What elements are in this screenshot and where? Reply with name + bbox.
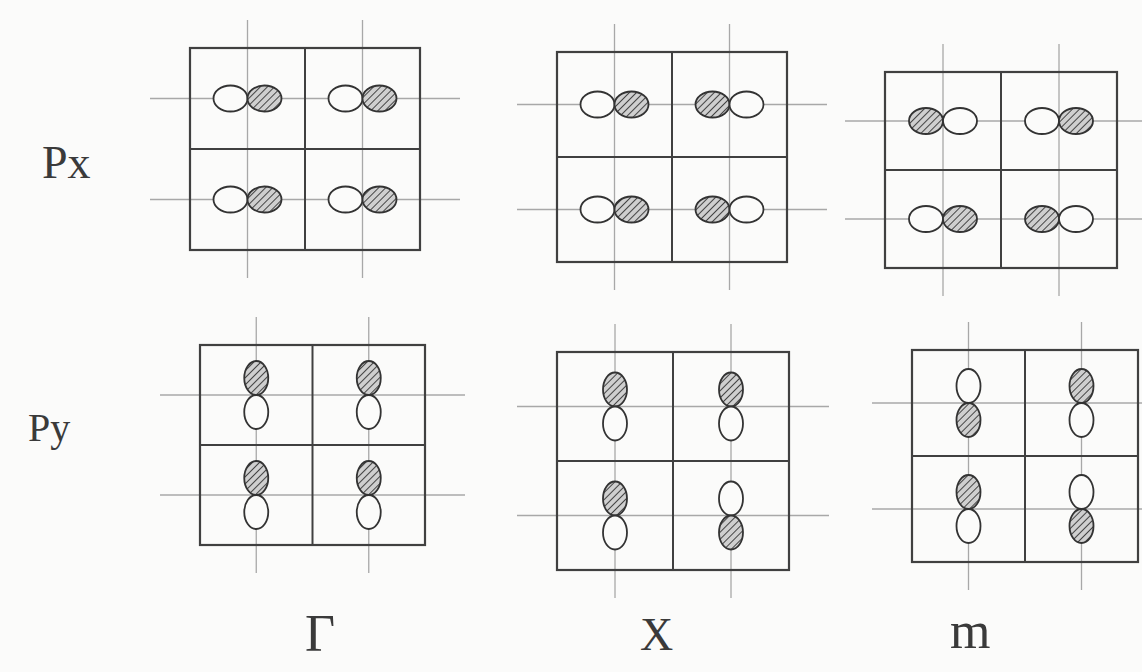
shaded-lobe bbox=[615, 92, 649, 118]
open-lobe bbox=[730, 92, 764, 118]
open-lobe bbox=[1070, 403, 1094, 437]
shaded-lobe bbox=[615, 197, 649, 223]
open-lobe bbox=[943, 108, 977, 134]
cell-border bbox=[200, 345, 425, 545]
open-lobe bbox=[329, 86, 363, 112]
cell-divider bbox=[557, 156, 787, 158]
open-lobe bbox=[581, 92, 615, 118]
guide-line bbox=[845, 120, 1142, 121]
lattice-panel bbox=[150, 20, 460, 278]
shaded-lobe bbox=[909, 108, 943, 134]
shaded-lobe bbox=[696, 92, 730, 118]
open-lobe bbox=[730, 197, 764, 223]
open-lobe bbox=[957, 509, 981, 543]
open-lobe bbox=[719, 407, 743, 441]
open-lobe bbox=[1059, 206, 1093, 232]
shaded-lobe bbox=[957, 475, 981, 509]
lattice-panel bbox=[160, 317, 465, 573]
shaded-lobe bbox=[719, 373, 743, 407]
guide-line bbox=[845, 218, 1142, 219]
open-lobe bbox=[214, 187, 248, 213]
shaded-lobe bbox=[1070, 509, 1094, 543]
cell-divider bbox=[557, 460, 789, 462]
shaded-lobe bbox=[357, 361, 381, 395]
cell-border bbox=[190, 48, 420, 250]
shaded-lobe bbox=[603, 373, 627, 407]
shaded-lobe bbox=[1025, 206, 1059, 232]
cell-divider bbox=[912, 455, 1138, 457]
open-lobe bbox=[244, 395, 268, 429]
cell-divider bbox=[190, 148, 420, 150]
orbital-label: Py bbox=[28, 408, 70, 448]
orbital-label: Px bbox=[42, 140, 91, 186]
shaded-lobe bbox=[696, 197, 730, 223]
open-lobe bbox=[1070, 475, 1094, 509]
shaded-lobe bbox=[1059, 108, 1093, 134]
shaded-lobe bbox=[957, 403, 981, 437]
shaded-lobe bbox=[1070, 369, 1094, 403]
k-point-label: X bbox=[640, 612, 673, 658]
open-lobe bbox=[957, 369, 981, 403]
shaded-lobe bbox=[603, 482, 627, 516]
open-lobe bbox=[329, 187, 363, 213]
open-lobe bbox=[603, 407, 627, 441]
lattice-panel bbox=[517, 324, 829, 598]
shaded-lobe bbox=[248, 86, 282, 112]
k-point-label: Γ bbox=[305, 608, 335, 660]
cell-border bbox=[557, 352, 789, 570]
cell-divider bbox=[885, 169, 1117, 171]
open-lobe bbox=[909, 206, 943, 232]
shaded-lobe bbox=[244, 461, 268, 495]
shaded-lobe bbox=[719, 516, 743, 550]
lattice-panel bbox=[517, 24, 827, 290]
open-lobe bbox=[581, 197, 615, 223]
shaded-lobe bbox=[248, 187, 282, 213]
shaded-lobe bbox=[244, 361, 268, 395]
cell-divider bbox=[200, 444, 425, 446]
open-lobe bbox=[1025, 108, 1059, 134]
cell-border bbox=[557, 52, 787, 262]
open-lobe bbox=[214, 86, 248, 112]
lattice-panel bbox=[872, 322, 1142, 590]
open-lobe bbox=[357, 395, 381, 429]
cell-border bbox=[885, 72, 1117, 268]
shaded-lobe bbox=[363, 187, 397, 213]
open-lobe bbox=[357, 495, 381, 529]
shaded-lobe bbox=[943, 206, 977, 232]
shaded-lobe bbox=[363, 86, 397, 112]
lattice-panel bbox=[845, 44, 1142, 296]
open-lobe bbox=[603, 516, 627, 550]
open-lobe bbox=[244, 495, 268, 529]
cell-border bbox=[912, 350, 1138, 562]
open-lobe bbox=[719, 482, 743, 516]
k-point-label: m bbox=[950, 605, 990, 657]
shaded-lobe bbox=[357, 461, 381, 495]
